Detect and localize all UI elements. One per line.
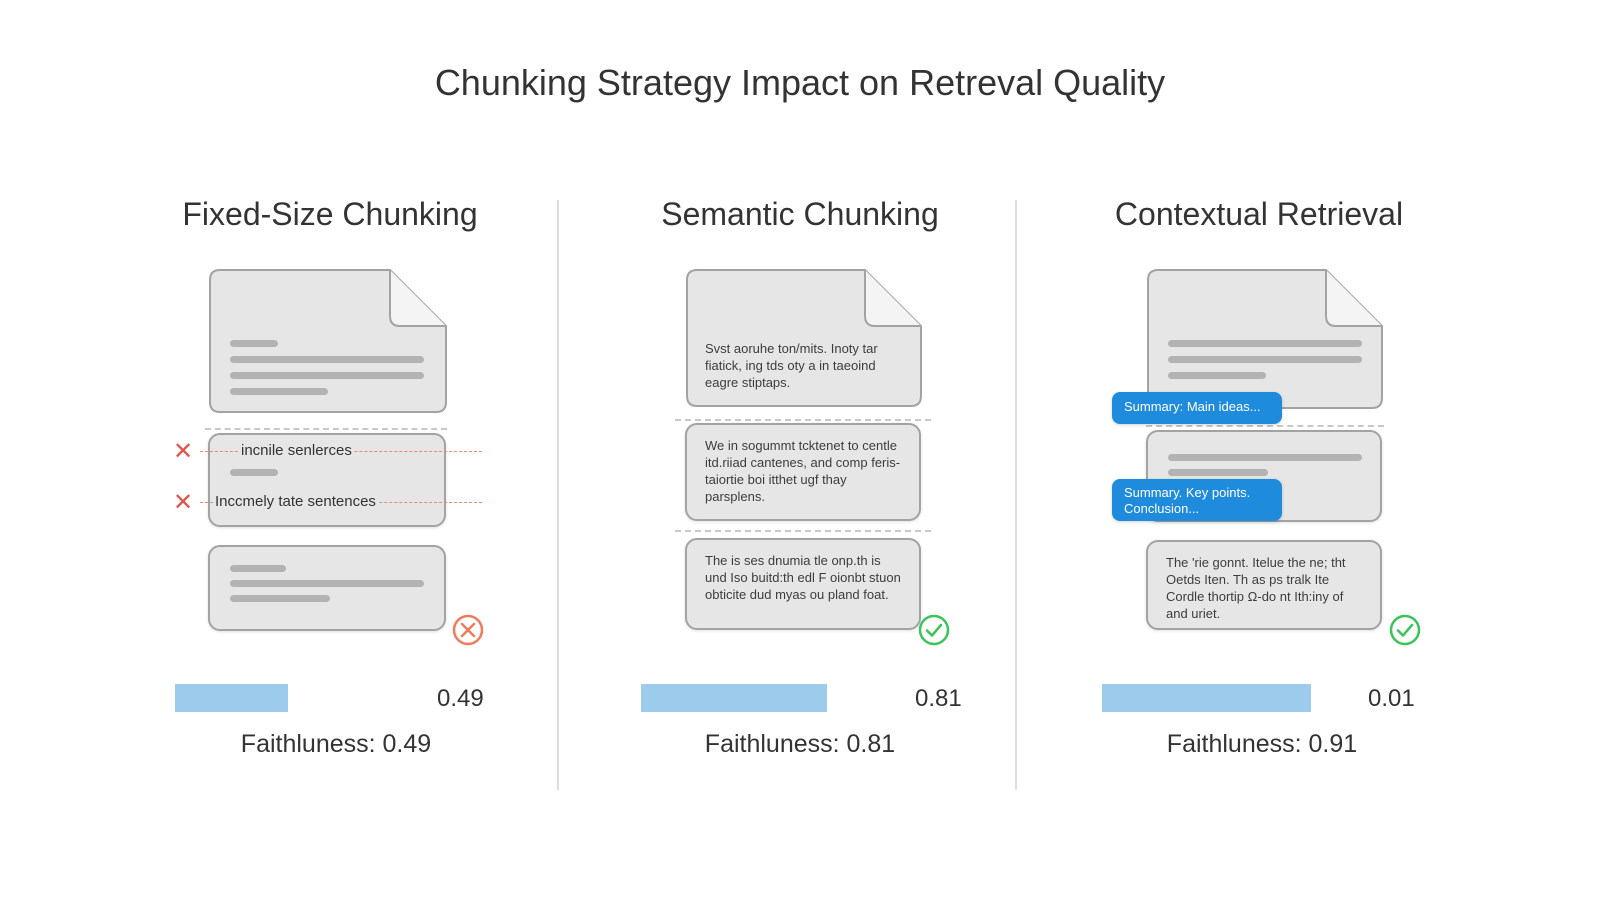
summary-tag: Summary. Key points. Conclusion...: [1112, 479, 1282, 521]
panel-semantic: Semantic Chunking Svst aoruhe ton/mits. …: [565, 190, 1035, 790]
document-icon: [686, 269, 922, 407]
check-circle-icon: [918, 614, 950, 646]
chunk: The is ses dnumia tle onp.th is und Iso …: [685, 538, 921, 630]
chunk: The 'rie gonnt. Itelue the ne; tht Oetds…: [1146, 540, 1382, 630]
score-value: 0.49: [437, 685, 484, 712]
document-icon: [1147, 269, 1383, 409]
text-line: [230, 469, 278, 476]
chunk-text: Svst aoruhe ton/mits. Inoty tar fiatick,…: [705, 341, 878, 390]
chunk-boundary: [675, 419, 931, 421]
score-value: 0.81: [915, 685, 962, 712]
score-bar-fill: [641, 684, 828, 712]
panel-contextual: Contextual Retrieval The 'rie gonnt. Ite…: [1030, 190, 1500, 790]
diagram-title: Chunking Strategy Impact on Retreval Qua…: [434, 62, 1166, 103]
error-x-icon: ✕: [173, 489, 194, 516]
error-label: Inccmely tate sentences: [213, 493, 378, 510]
text-line: [1168, 469, 1268, 476]
panel-title: Semantic Chunking: [661, 196, 939, 232]
chunk-boundary: [675, 530, 931, 532]
score-bar: [641, 684, 871, 712]
error-label: incnile senlerces: [239, 442, 354, 459]
chunk-boundary: [1146, 425, 1384, 427]
panel-divider-1: [557, 200, 559, 790]
panel-fixed-size: Fixed-Size Chunking ✕ ✕ incnile senlerce…: [95, 190, 565, 790]
score-bar-fill: [175, 684, 288, 712]
chunk-boundary: [205, 428, 447, 430]
panel-title: Fixed-Size Chunking: [182, 196, 478, 232]
summary-tag: Summary: Main ideas...: [1112, 392, 1282, 424]
chunk-text: The 'rie gonnt. Itelue the ne; tht Oetds…: [1166, 555, 1346, 621]
score-bar: [1102, 684, 1332, 712]
chunk-text: The is ses dnumia tle onp.th is und Iso …: [705, 553, 901, 602]
text-line: [1168, 454, 1362, 461]
check-circle-icon: [1389, 614, 1421, 646]
score-bar: [175, 684, 405, 712]
faithfulness-label: Faithluness: 0.91: [1166, 730, 1358, 758]
panel-divider-2: [1015, 200, 1017, 790]
circle-x-icon: [452, 614, 484, 646]
score-value: 0.01: [1368, 685, 1415, 712]
chunk: We in sogummt tcktenet to centle itd.rii…: [685, 423, 921, 521]
error-x-icon: ✕: [173, 438, 194, 465]
chunk-text: We in sogummt tcktenet to centle itd.rii…: [705, 438, 901, 504]
text-line: [230, 595, 330, 602]
faithfulness-label: Faithluness: 0.49: [240, 730, 432, 758]
faithfulness-label: Faithluness: 0.81: [704, 730, 896, 758]
text-line: [230, 580, 424, 587]
text-line: [230, 565, 286, 572]
panel-title: Contextual Retrieval: [1114, 196, 1404, 232]
score-bar-fill: [1102, 684, 1312, 712]
document-icon: [209, 269, 447, 413]
chunk: [208, 545, 446, 631]
